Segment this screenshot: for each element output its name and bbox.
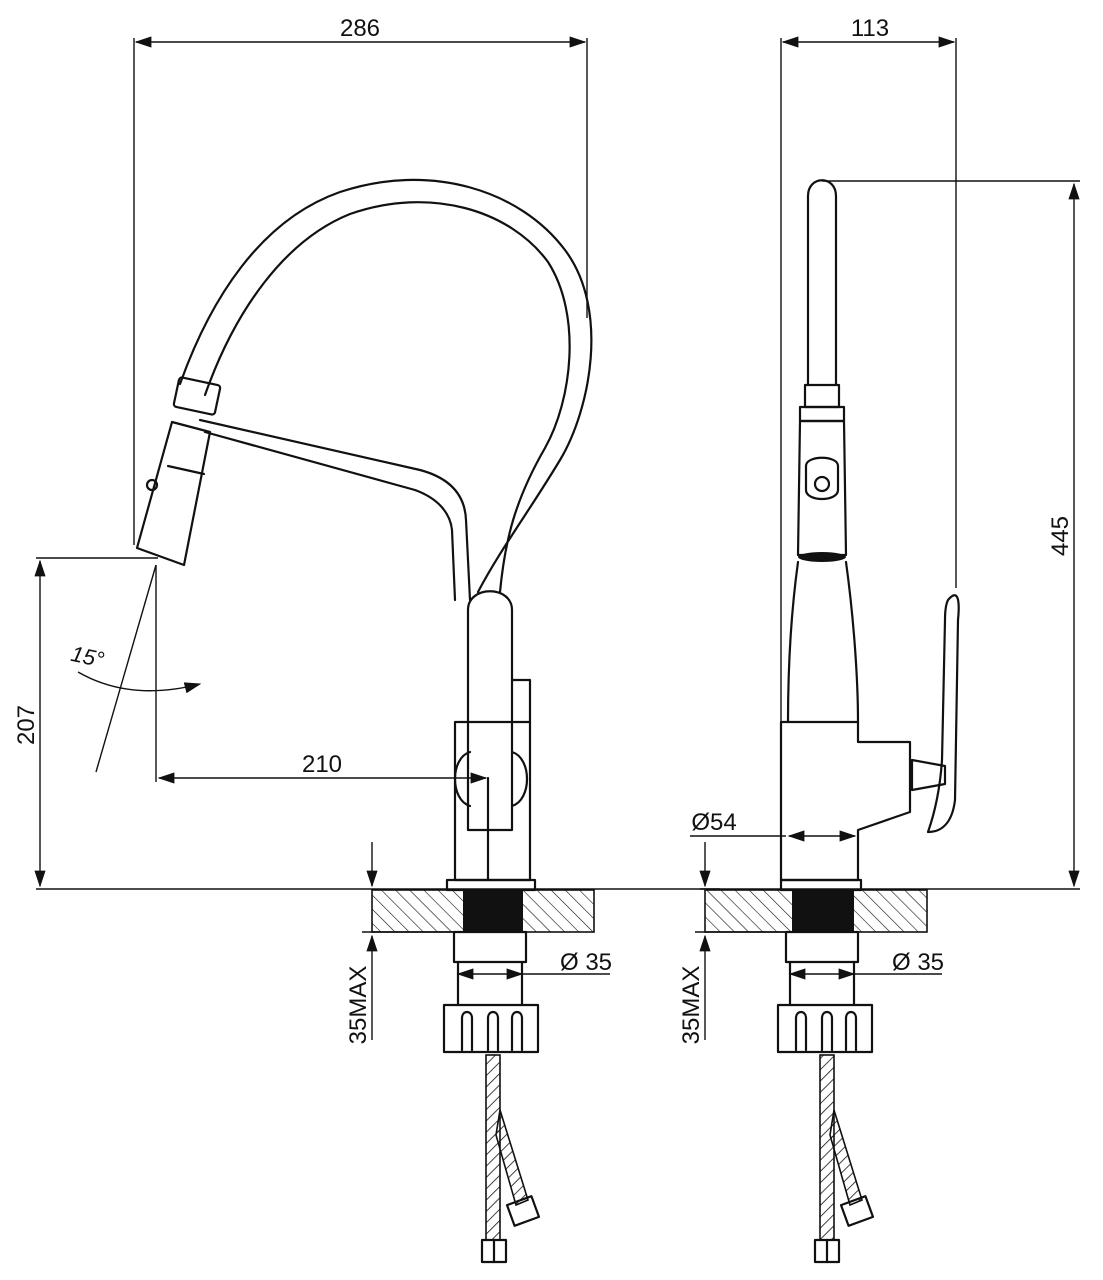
dimension-label-reach: 210 bbox=[302, 751, 342, 778]
dimension-angle-front: 15° bbox=[69, 564, 202, 773]
counter-section-side bbox=[704, 889, 928, 1054]
hole-diameter-label-side: Ø 35 bbox=[892, 949, 944, 976]
base-diameter-label: Ø54 bbox=[691, 809, 736, 836]
hole-diameter-label-front: Ø 35 bbox=[560, 949, 612, 976]
dimension-max-thickness-front: 35MAX bbox=[345, 842, 454, 1044]
dimension-max-thickness-side: 35MAX bbox=[678, 842, 786, 1044]
side-view: 113 445 bbox=[678, 15, 1080, 1264]
faucet-body-side bbox=[779, 594, 960, 892]
dimension-height-front: 207 bbox=[13, 557, 720, 890]
dimension-reach-front: 210 bbox=[155, 565, 488, 784]
dimension-label-height: 207 bbox=[13, 705, 40, 745]
counter-section-front bbox=[371, 889, 595, 1054]
spout-side bbox=[786, 179, 860, 724]
supply-hoses-side bbox=[813, 1054, 875, 1264]
max-thickness-label-front: 35MAX bbox=[345, 966, 372, 1045]
dimension-height-side: 445 bbox=[700, 180, 1080, 890]
dimension-hole-front: Ø 35 bbox=[456, 949, 612, 980]
dimension-label-width: 286 bbox=[340, 15, 380, 42]
angle-label: 15° bbox=[69, 641, 107, 672]
dimension-width-front: 286 bbox=[133, 15, 588, 545]
spray-head-front bbox=[135, 376, 222, 567]
dimension-width-side: 113 bbox=[780, 15, 957, 880]
faucet-body-front bbox=[445, 590, 537, 892]
supply-hoses-front bbox=[480, 1054, 541, 1264]
max-thickness-label-side: 35MAX bbox=[678, 966, 705, 1045]
spout-arm bbox=[198, 418, 472, 602]
pull-out-hose bbox=[178, 178, 593, 594]
dimension-base-side: Ø54 bbox=[690, 809, 857, 842]
dimension-hole-side: Ø 35 bbox=[788, 949, 944, 980]
front-view: 286 207 210 15° bbox=[13, 15, 720, 1264]
dimension-label-width-side: 113 bbox=[851, 15, 889, 42]
dimension-label-height-side: 445 bbox=[1047, 516, 1074, 556]
